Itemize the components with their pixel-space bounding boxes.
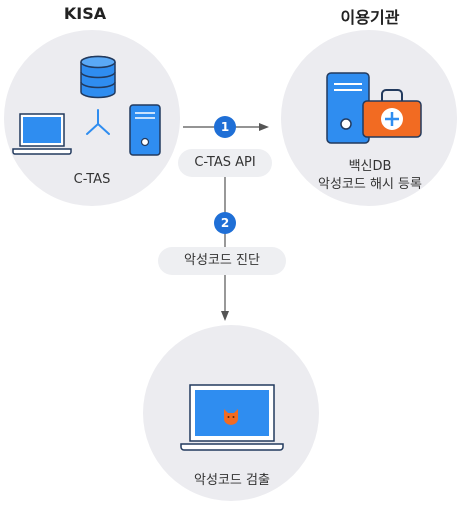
database-icon: [80, 55, 116, 99]
detect-caption: 악성코드 검출: [194, 473, 270, 488]
edge-label-ctas-api: C-TAS API: [178, 149, 272, 177]
laptop-icon: [12, 113, 72, 155]
step-2-badge: 2: [214, 212, 236, 234]
cat-malware-icon: [224, 409, 238, 425]
step-1-badge: 1: [214, 116, 236, 138]
edge-label-malware-diagnosis: 악성코드 진단: [158, 247, 286, 275]
org-caption-line1: 백신DB: [348, 159, 392, 174]
kisa-caption: C-TAS: [73, 172, 111, 187]
network-icon: [86, 109, 110, 135]
org-caption-line2: 악성코드 해시 등록: [318, 177, 422, 192]
server-icon: [129, 104, 161, 156]
org-title: 이용기관: [340, 8, 400, 27]
first-aid-kit-icon: [362, 89, 422, 138]
arrow-down-line: [221, 175, 229, 321]
kisa-title: KISA: [63, 4, 107, 23]
